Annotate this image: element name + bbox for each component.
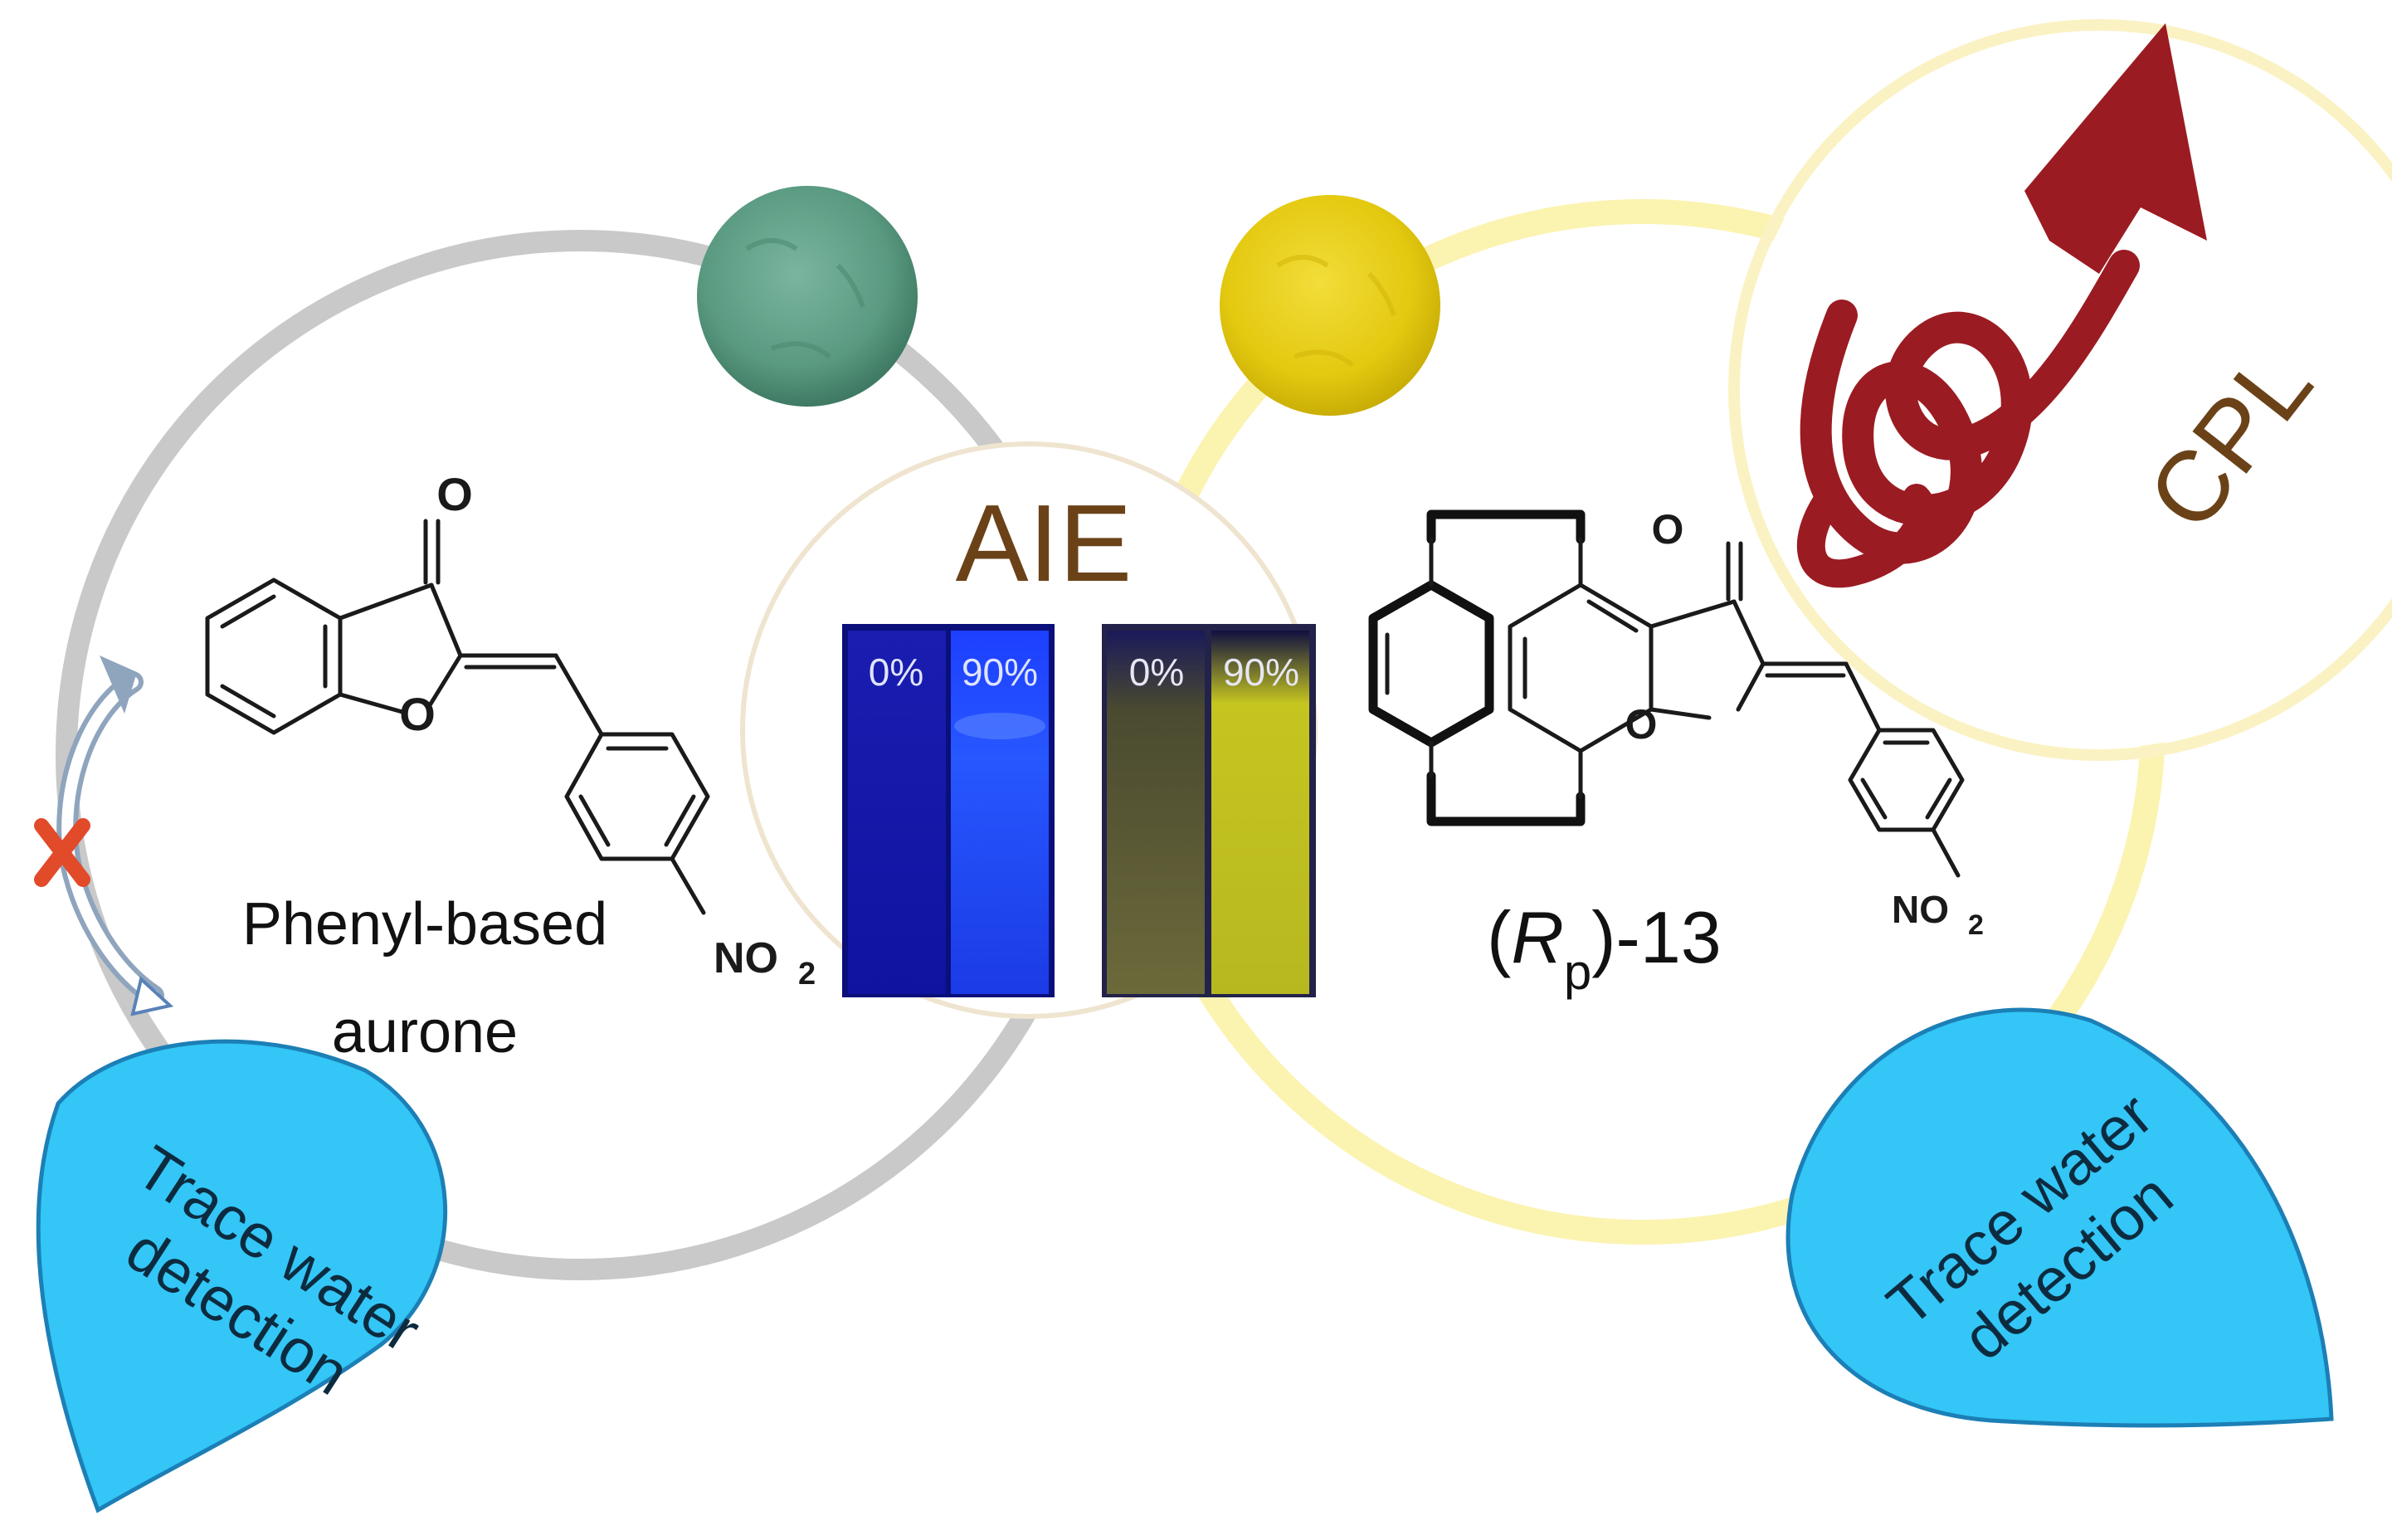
blue-vial-pair: 0% 90% (842, 624, 1055, 997)
vial-blue-0 (848, 631, 946, 994)
right-nitro-group: NO 2 (1892, 888, 1984, 941)
vial-yellow-90-label: 90% (1223, 651, 1299, 694)
right-compound-name: (Rp)-13 (1487, 896, 1722, 1000)
left-ring-o: O (399, 688, 436, 740)
x-mark-icon (34, 818, 90, 887)
blocked-arrow (34, 655, 174, 1016)
aie-title: AIE (956, 482, 1133, 604)
svg-text:(Rp)-13: (Rp)-13 (1487, 896, 1722, 1000)
vial-blue-90 (951, 631, 1049, 994)
svg-text:2: 2 (1968, 909, 1984, 941)
yellow-powder-sample (1220, 195, 1440, 416)
right-water-droplet: Trace water detection (1785, 1007, 2334, 1428)
left-compound-name-line2: aurone (332, 999, 518, 1065)
right-carbonyl-o: O (1652, 506, 1684, 553)
left-water-droplet: Trace water detection (36, 1039, 448, 1513)
vial-yellow-0-label: 0% (1129, 651, 1184, 694)
svg-text:2: 2 (798, 957, 816, 992)
vial-blue-0-label: 0% (869, 651, 923, 694)
left-nitro-group: NO 2 (714, 934, 816, 992)
vial-yellow-90 (1211, 631, 1309, 994)
svg-text:NO: NO (1892, 888, 1949, 931)
cpl-bubble (1728, 19, 2392, 761)
vial-blue-90-label: 90% (962, 651, 1038, 694)
left-compound-name-line1: Phenyl-based (242, 891, 607, 958)
left-carbonyl-o: O (436, 468, 473, 520)
green-powder-sample (697, 186, 918, 407)
cpl-helix-arrow-icon (1796, 23, 2207, 588)
vial-yellow-0 (1107, 631, 1205, 994)
right-ring-o: O (1625, 701, 1658, 748)
left-aurone-structure: O O NO 2 (205, 468, 816, 992)
svg-text:NO: NO (714, 934, 778, 982)
yellow-vial-pair: 0% 90% (1102, 624, 1316, 997)
right-cyclophane-structure: O O NO 2 (1368, 506, 1984, 941)
